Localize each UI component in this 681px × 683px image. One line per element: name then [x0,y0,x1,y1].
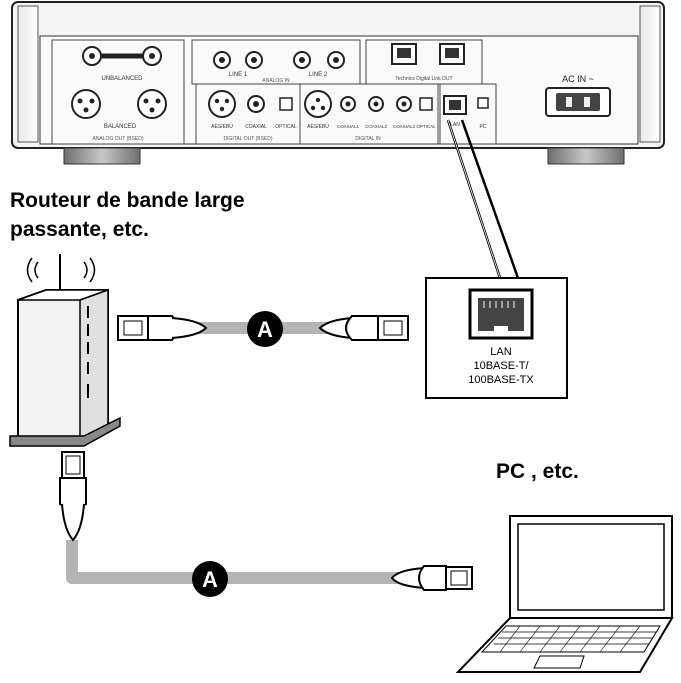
aes-in-label: AES/EBU [307,124,329,130]
analog-out-label: ANALOG OUT (BSED) [92,136,143,142]
cable-marker-bottom-text: A [202,567,218,592]
pc-port-label: PC [480,124,487,130]
line1-label: LINE 1 [229,72,248,78]
coax2-label: COAXIAL2 [365,124,388,129]
coax1-label: COAXIAL1 [337,124,360,129]
balanced-label: BALANCED [104,124,137,130]
coax-out-label: COAXIAL [245,124,267,130]
ac-in-label: AC IN ~ [562,74,594,84]
aes-out-label: AES/EBU [211,124,233,130]
analog-in-label: ANALOG IN [262,78,290,84]
foot-left [63,147,141,165]
router-label: Routeur de bande large passante, etc. [10,189,245,241]
technics-link-label: Technics Digital Link OUT [395,76,452,82]
lan-port-zoom: LAN 10BASE-T/ 100BASE-TX [425,277,568,399]
digital-out-label: DIGITAL OUT (BSED) [223,136,272,142]
pc-label: PC , etc. [496,460,579,483]
coax3-label: COAXIAL3 [393,124,416,129]
line2-label: LINE 2 [309,72,328,78]
lan-zoom-line2: 10BASE-T/ [473,360,529,372]
optical-in-label: OPTICAL [416,124,436,129]
unbalanced-label: UNBALANCED [101,76,143,82]
lan-small-label: LAN [450,122,460,128]
cable-marker-top: A [247,311,283,347]
analog-in-jacks [213,51,345,69]
lan-zoom-line1: LAN [490,346,511,358]
cable-marker-bottom: A [192,561,228,597]
cable-marker-top-text: A [257,317,273,342]
lan-cable-top [117,315,409,341]
optical-out-label: OPTICAL [275,124,297,130]
lan-cable-bottom [59,451,473,591]
amplifier-rear-panel: UNBALANCED BALANCED ANALOG OUT (BSED) LI… [11,1,665,165]
laptop-icon [455,515,674,673]
zoom-lines [446,119,520,279]
lan-zoom-line3: 100BASE-TX [468,374,534,386]
foot-right [547,147,625,165]
digital-in-label: DIGITAL IN [355,136,381,142]
router-icon [9,254,121,447]
